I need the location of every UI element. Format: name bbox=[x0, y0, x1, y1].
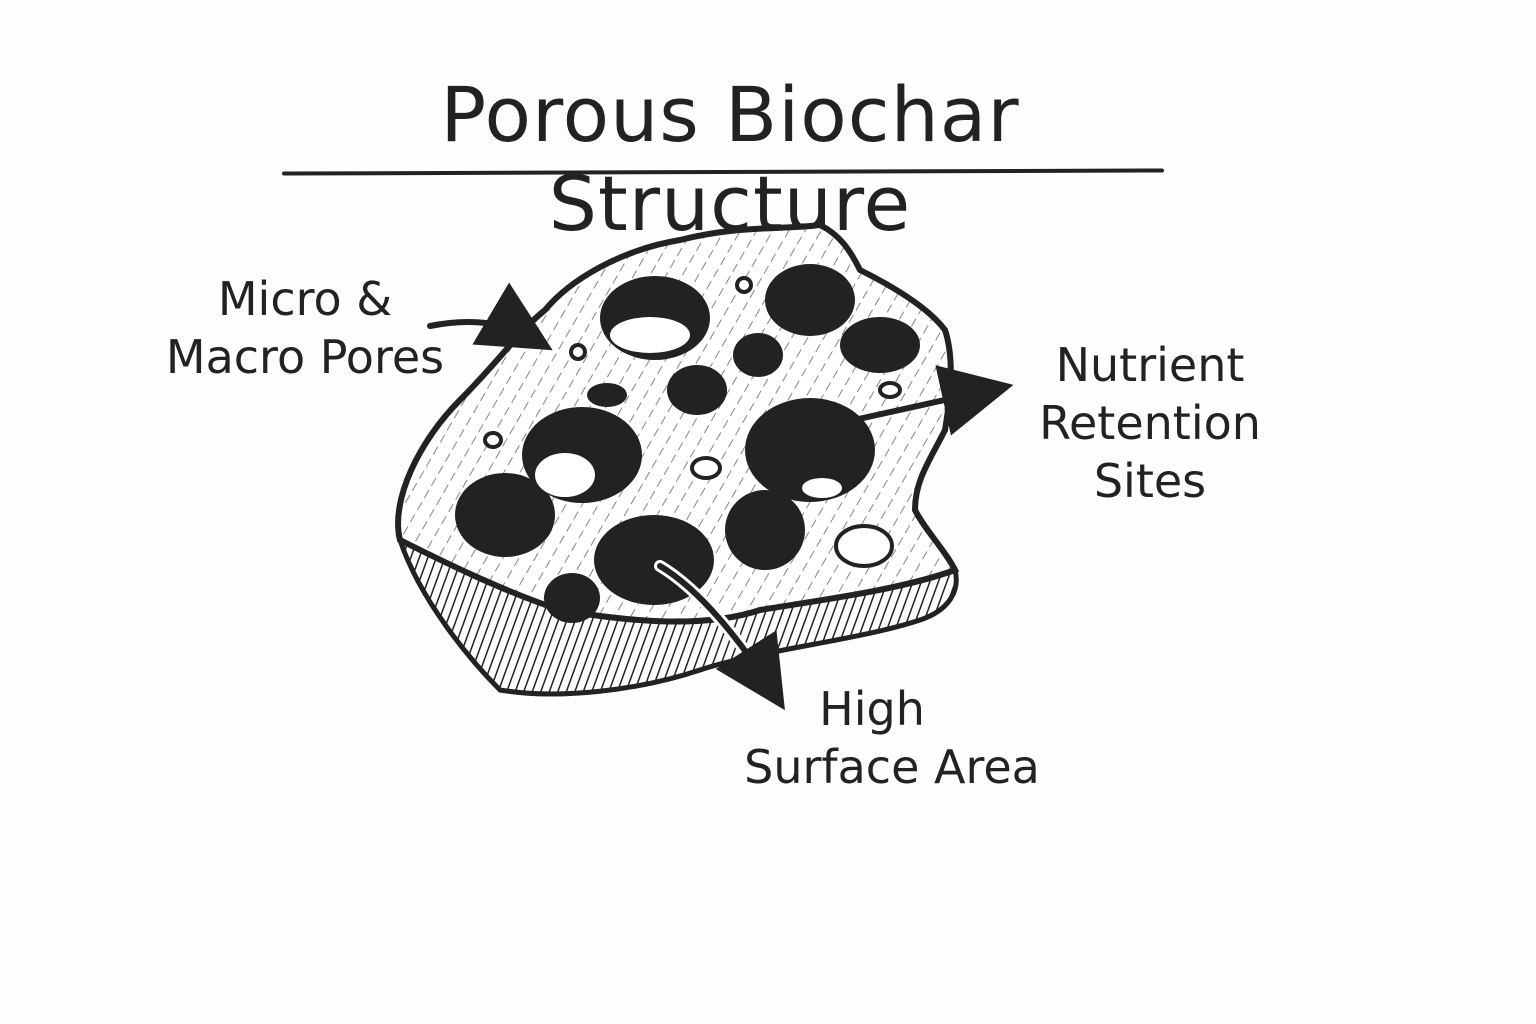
label-high-surface-area: High Surface Area bbox=[722, 680, 1062, 796]
label-line: Micro & bbox=[217, 272, 393, 326]
label-line: Sites bbox=[1093, 454, 1207, 508]
label-nutrient-retention-sites: Nutrient Retention Sites bbox=[1030, 336, 1270, 510]
nutrient-arrow bbox=[833, 365, 1014, 436]
label-line: High bbox=[819, 682, 925, 736]
label-line: Retention bbox=[1039, 396, 1261, 450]
label-line: Surface Area bbox=[744, 740, 1040, 794]
surface-arrow-line bbox=[657, 563, 785, 711]
pores-arrow bbox=[427, 282, 553, 351]
label-line: Nutrient bbox=[1055, 338, 1245, 392]
label-micro-macro-pores: Micro & Macro Pores bbox=[160, 270, 450, 386]
label-line: Macro Pores bbox=[165, 330, 445, 384]
